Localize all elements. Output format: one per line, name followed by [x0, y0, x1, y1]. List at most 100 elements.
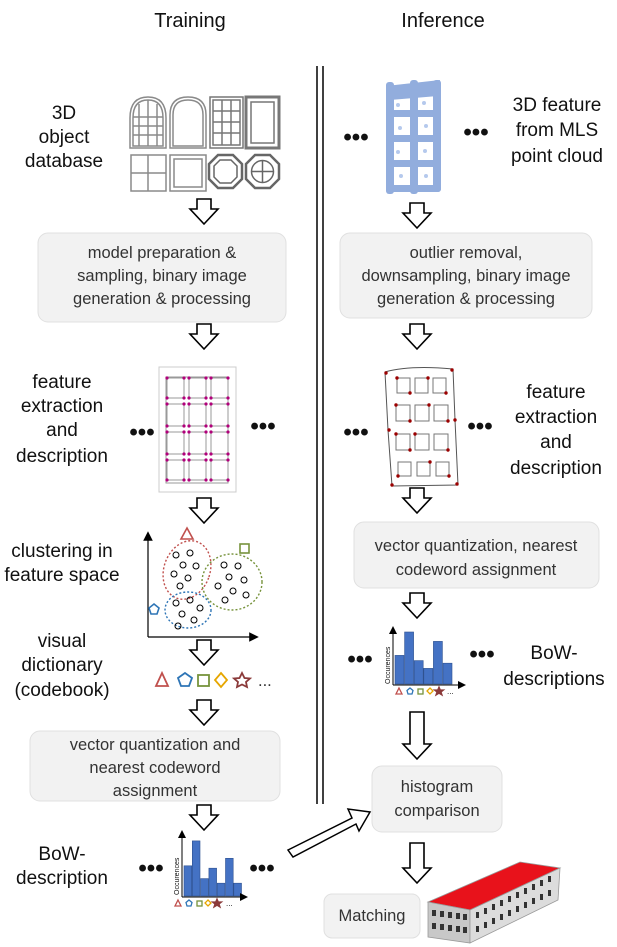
building-model-image — [426, 861, 562, 944]
ellipsis: ••• — [343, 419, 368, 446]
svg-text:visual: visual — [38, 631, 87, 652]
svg-text:feature: feature — [32, 372, 91, 393]
square-icon — [197, 674, 210, 687]
histogram-bar — [200, 878, 209, 897]
histogram-comparison-box: histogram comparison — [371, 765, 503, 833]
ellipsis: ••• — [343, 124, 368, 151]
histogram-codewords: ... — [394, 685, 454, 697]
svg-text:object: object — [39, 127, 90, 148]
codebook-symbols: ... — [154, 670, 272, 690]
triangle-icon — [154, 670, 170, 687]
visual-dictionary-label: visual dictionary (codebook) — [14, 631, 109, 701]
training-feature-image — [158, 366, 237, 493]
svg-text:extraction: extraction — [515, 407, 597, 428]
training-to-comparison-arrow — [286, 808, 372, 858]
octagon-cross-window-model — [244, 153, 281, 190]
training-bow-label: BoW- description — [16, 844, 108, 889]
training-flow-arrows — [188, 198, 220, 832]
svg-text:and: and — [540, 432, 572, 453]
ellipsis: ••• — [463, 119, 488, 146]
ellipsis: ... — [258, 672, 272, 690]
diamond-icon — [204, 899, 212, 907]
svg-text:extraction: extraction — [21, 396, 103, 417]
clustering-plot — [143, 526, 263, 642]
histogram-bar — [442, 662, 453, 685]
svg-text:description: description — [16, 446, 108, 467]
inference-feature-image — [384, 367, 459, 487]
svg-text:descriptions: descriptions — [503, 669, 604, 690]
mls-point-cloud-image — [386, 80, 441, 194]
training-bow-histogram: Occurences ... — [173, 830, 248, 909]
svg-text:3D feature: 3D feature — [513, 95, 602, 116]
svg-text:BoW-: BoW- — [530, 643, 577, 664]
histogram-bar — [233, 882, 242, 897]
ellipsis: ... — [447, 687, 454, 696]
histogram-bar — [192, 840, 201, 897]
svg-text:dictionary: dictionary — [21, 655, 103, 676]
svg-text:histogram: histogram — [401, 778, 473, 796]
histogram-bar — [394, 655, 405, 685]
svg-text:model preparation &: model preparation & — [88, 244, 237, 262]
histogram-bar — [183, 865, 192, 897]
histogram-bar — [433, 641, 443, 685]
window-models-image — [129, 95, 281, 192]
column-divider — [316, 66, 324, 804]
svg-text:from MLS: from MLS — [516, 120, 598, 141]
inference-flow-arrows — [401, 202, 433, 885]
histogram-bar — [225, 857, 234, 897]
inference-bow-label: BoW- descriptions — [503, 643, 604, 690]
svg-text:nearest codeword: nearest codeword — [89, 759, 220, 777]
object-database-label: 3D object database — [25, 103, 103, 172]
matching-box: Matching — [323, 893, 421, 939]
star-icon — [231, 670, 253, 689]
training-title: Training — [154, 10, 226, 32]
triangle-icon — [394, 686, 404, 695]
svg-text:codeword assignment: codeword assignment — [396, 561, 557, 579]
svg-text:generation & processing: generation & processing — [73, 290, 251, 308]
diamond-icon — [213, 671, 229, 689]
svg-text:3D: 3D — [52, 103, 76, 124]
svg-text:database: database — [25, 151, 103, 172]
plain-window-model — [169, 154, 207, 192]
inference-vector-quantization-box: vector quantization, nearest codeword as… — [353, 521, 600, 589]
svg-text:description: description — [510, 458, 602, 479]
grid-window-model — [209, 96, 244, 149]
svg-text:vector quantization, nearest: vector quantization, nearest — [375, 537, 578, 555]
pentagon-icon — [185, 899, 193, 907]
ellipsis: ••• — [249, 855, 274, 882]
svg-text:(codebook): (codebook) — [14, 680, 109, 701]
ellipsis: ••• — [138, 855, 163, 882]
inference-title: Inference — [401, 10, 484, 32]
ellipsis: ••• — [347, 646, 372, 673]
svg-text:comparison: comparison — [394, 802, 479, 820]
clustering-label: clustering in feature space — [4, 541, 119, 586]
triangle-icon — [179, 526, 195, 540]
svg-text:generation & processing: generation & processing — [377, 290, 555, 308]
octagon-window-model — [207, 153, 244, 190]
svg-text:and: and — [46, 420, 78, 441]
square-icon — [417, 688, 424, 695]
svg-text:vector quantization and: vector quantization and — [70, 736, 241, 754]
training-vector-quantization-box: vector quantization and nearest codeword… — [29, 730, 281, 802]
ellipsis: ••• — [129, 419, 154, 446]
pentagon-icon — [406, 687, 414, 695]
star-icon — [432, 685, 446, 697]
triangle-icon — [173, 898, 183, 907]
square-icon — [239, 543, 250, 554]
outlier-removal-box: outlier removal, downsampling, binary im… — [339, 232, 593, 319]
svg-text:BoW-: BoW- — [38, 844, 85, 865]
training-feature-extraction-label: feature extraction and description — [16, 372, 108, 467]
diamond-icon — [426, 687, 434, 695]
histogram-bar — [404, 631, 414, 685]
square-icon — [196, 900, 203, 907]
histogram-bar — [413, 660, 424, 685]
histogram-axis-label: Occurences — [385, 646, 392, 684]
inference-bow-histogram: Occurences ... — [385, 626, 466, 697]
ellipsis: ••• — [250, 413, 275, 440]
arched-window-model — [169, 96, 207, 149]
mls-feature-label: 3D feature from MLS point cloud — [511, 95, 603, 167]
cross-window-model — [130, 154, 167, 192]
svg-text:outlier removal,: outlier removal, — [410, 244, 523, 262]
svg-text:sampling, binary image: sampling, binary image — [77, 267, 247, 285]
